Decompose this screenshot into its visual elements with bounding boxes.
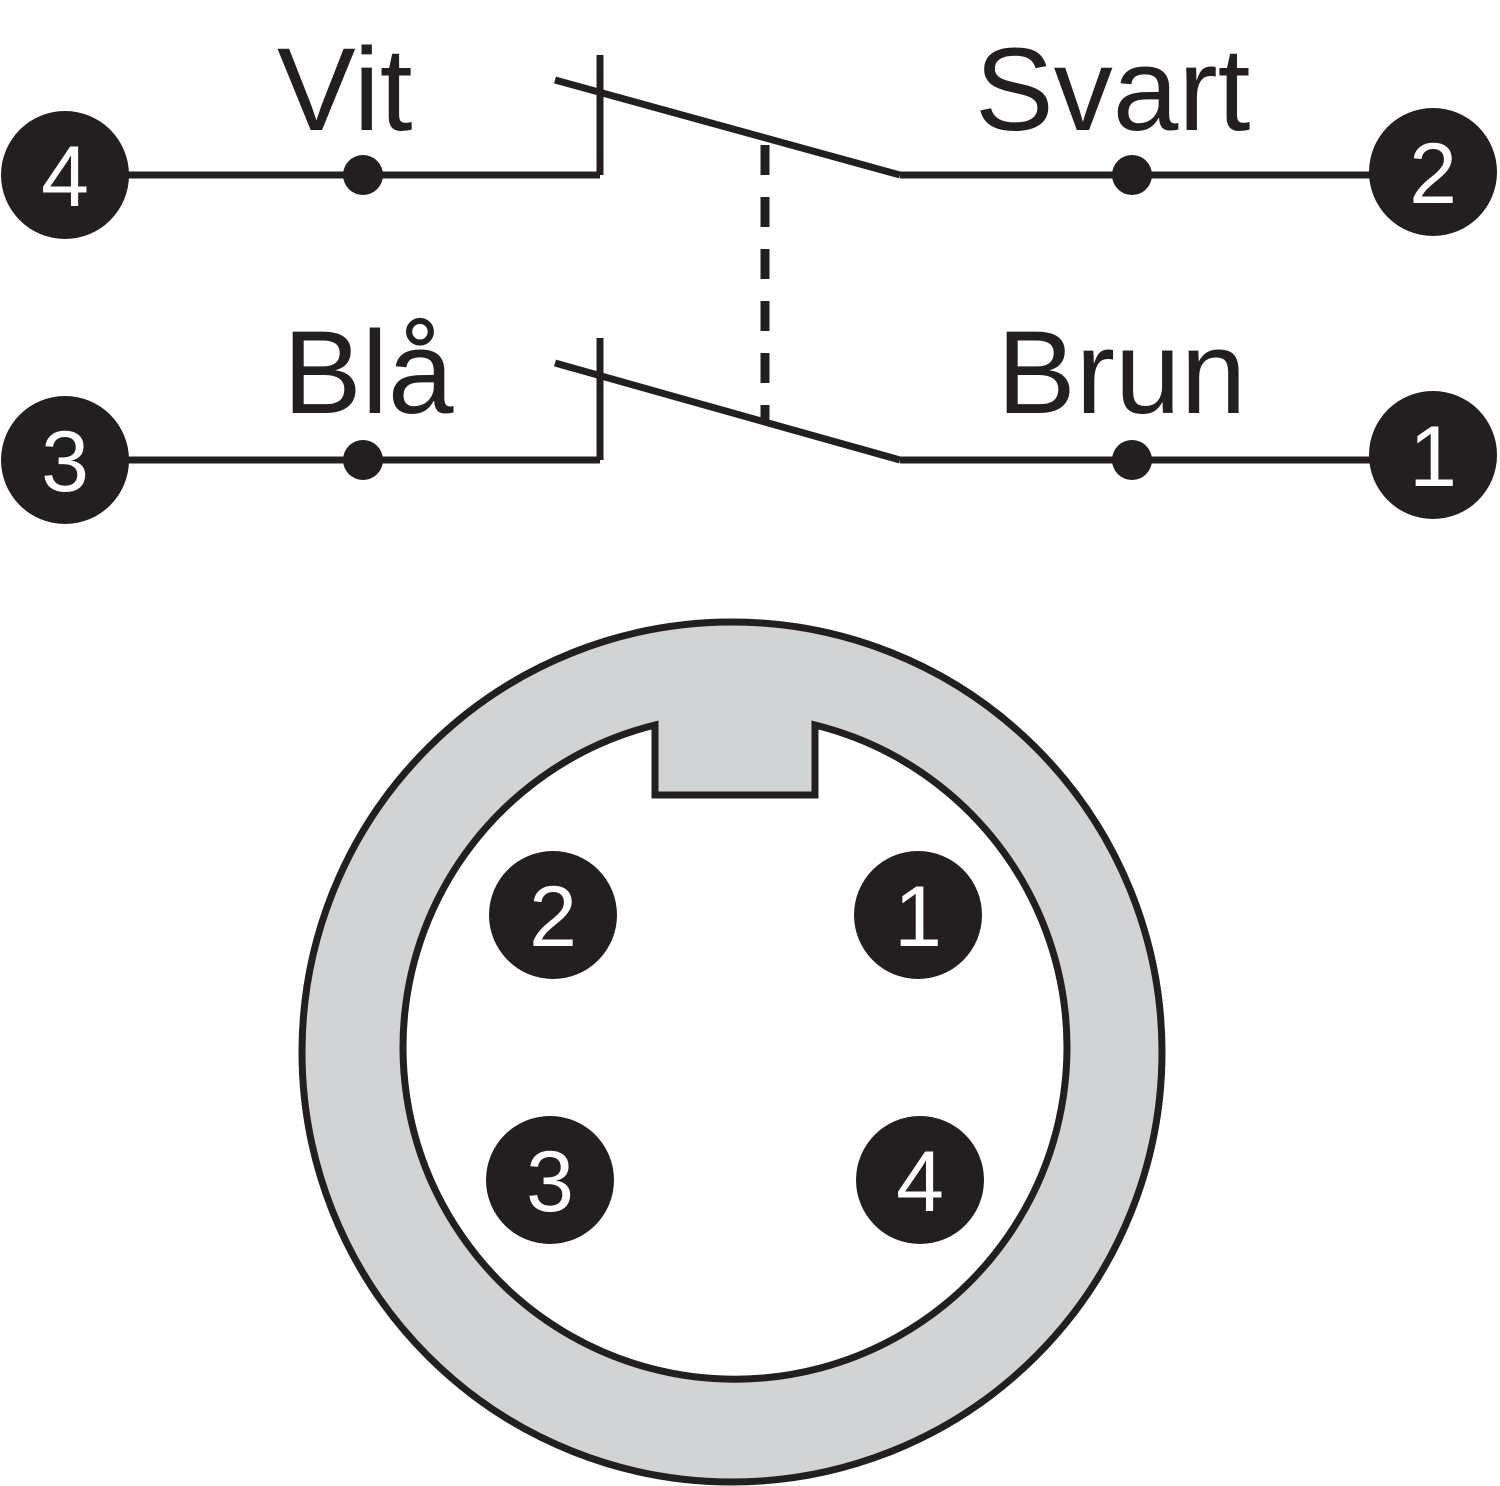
terminal-1: 1 bbox=[1369, 391, 1497, 519]
label-bla: Blå bbox=[283, 307, 454, 439]
terminal-3: 3 bbox=[1, 396, 129, 524]
junction-dot-vit bbox=[343, 155, 383, 195]
terminal-1-number: 1 bbox=[1409, 409, 1457, 505]
junction-dot-brun bbox=[1112, 440, 1152, 480]
terminal-3-number: 3 bbox=[41, 414, 89, 510]
pin-1-number: 1 bbox=[894, 869, 942, 965]
pin-1: 1 bbox=[854, 851, 982, 979]
upper-switch-circuit: Vit Svart 4 2 bbox=[1, 24, 1497, 239]
connector-face: 2 1 3 4 bbox=[298, 618, 1166, 1486]
pin-2: 2 bbox=[489, 851, 617, 979]
terminal-4: 4 bbox=[1, 111, 129, 239]
pin-3-number: 3 bbox=[526, 1134, 574, 1230]
pin-3: 3 bbox=[486, 1116, 614, 1244]
terminal-2: 2 bbox=[1369, 108, 1497, 236]
label-vit: Vit bbox=[277, 24, 413, 156]
switch-blade-lower bbox=[554, 359, 901, 464]
terminal-2-number: 2 bbox=[1409, 126, 1457, 222]
connector-inner-face bbox=[399, 720, 1071, 1383]
pin-4-number: 4 bbox=[896, 1134, 944, 1230]
junction-dot-bla bbox=[343, 440, 383, 480]
pin-2-number: 2 bbox=[529, 869, 577, 965]
terminal-4-number: 4 bbox=[41, 129, 89, 225]
label-svart: Svart bbox=[975, 24, 1250, 156]
label-brun: Brun bbox=[997, 307, 1246, 439]
junction-dot-svart bbox=[1112, 155, 1152, 195]
pin-4: 4 bbox=[856, 1116, 984, 1244]
switch-blade-upper bbox=[554, 76, 901, 179]
lower-switch-circuit: Blå Brun 3 1 bbox=[1, 307, 1497, 524]
